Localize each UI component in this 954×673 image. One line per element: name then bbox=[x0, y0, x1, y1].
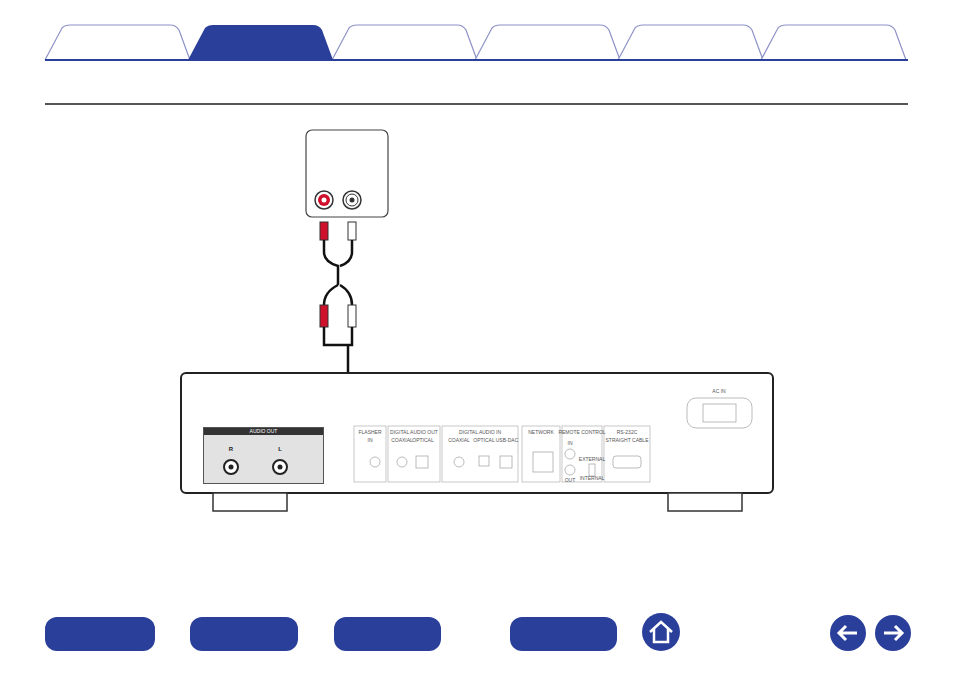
terminal-label: COAXIAL bbox=[391, 438, 413, 443]
terminal-label: COAXIAL bbox=[448, 438, 470, 443]
terminal-label: STRAIGHT CABLE bbox=[606, 438, 649, 443]
terminal-label: OUT bbox=[565, 478, 576, 483]
channel-label: L bbox=[278, 446, 282, 452]
channel-label: R bbox=[229, 446, 233, 452]
output-panel: AUDIO OUT bbox=[203, 427, 324, 484]
terminal-label: IN bbox=[368, 438, 373, 443]
terminal-label: NETWORK bbox=[528, 430, 554, 435]
terminal-label: DIGITAL AUDIO OUT bbox=[390, 430, 438, 435]
terminal-label: OPTICAL bbox=[412, 438, 433, 443]
terminal-label: INTERNAL bbox=[580, 476, 605, 481]
terminal-label: OPTICAL bbox=[473, 438, 494, 443]
terminal-label: FLASHER bbox=[358, 430, 381, 435]
terminal-label: REMOTE CONTROL bbox=[558, 430, 605, 435]
terminal-label: AC IN bbox=[712, 389, 725, 394]
terminal-label: RS-232C bbox=[617, 430, 638, 435]
terminal-label: EXTERNAL bbox=[579, 457, 605, 462]
terminal-label: USB-DAC bbox=[496, 438, 519, 443]
terminal-label: IN bbox=[568, 441, 573, 446]
terminal-label: DIGITAL AUDIO IN bbox=[459, 430, 501, 435]
panel-heading: AUDIO OUT bbox=[204, 428, 323, 435]
